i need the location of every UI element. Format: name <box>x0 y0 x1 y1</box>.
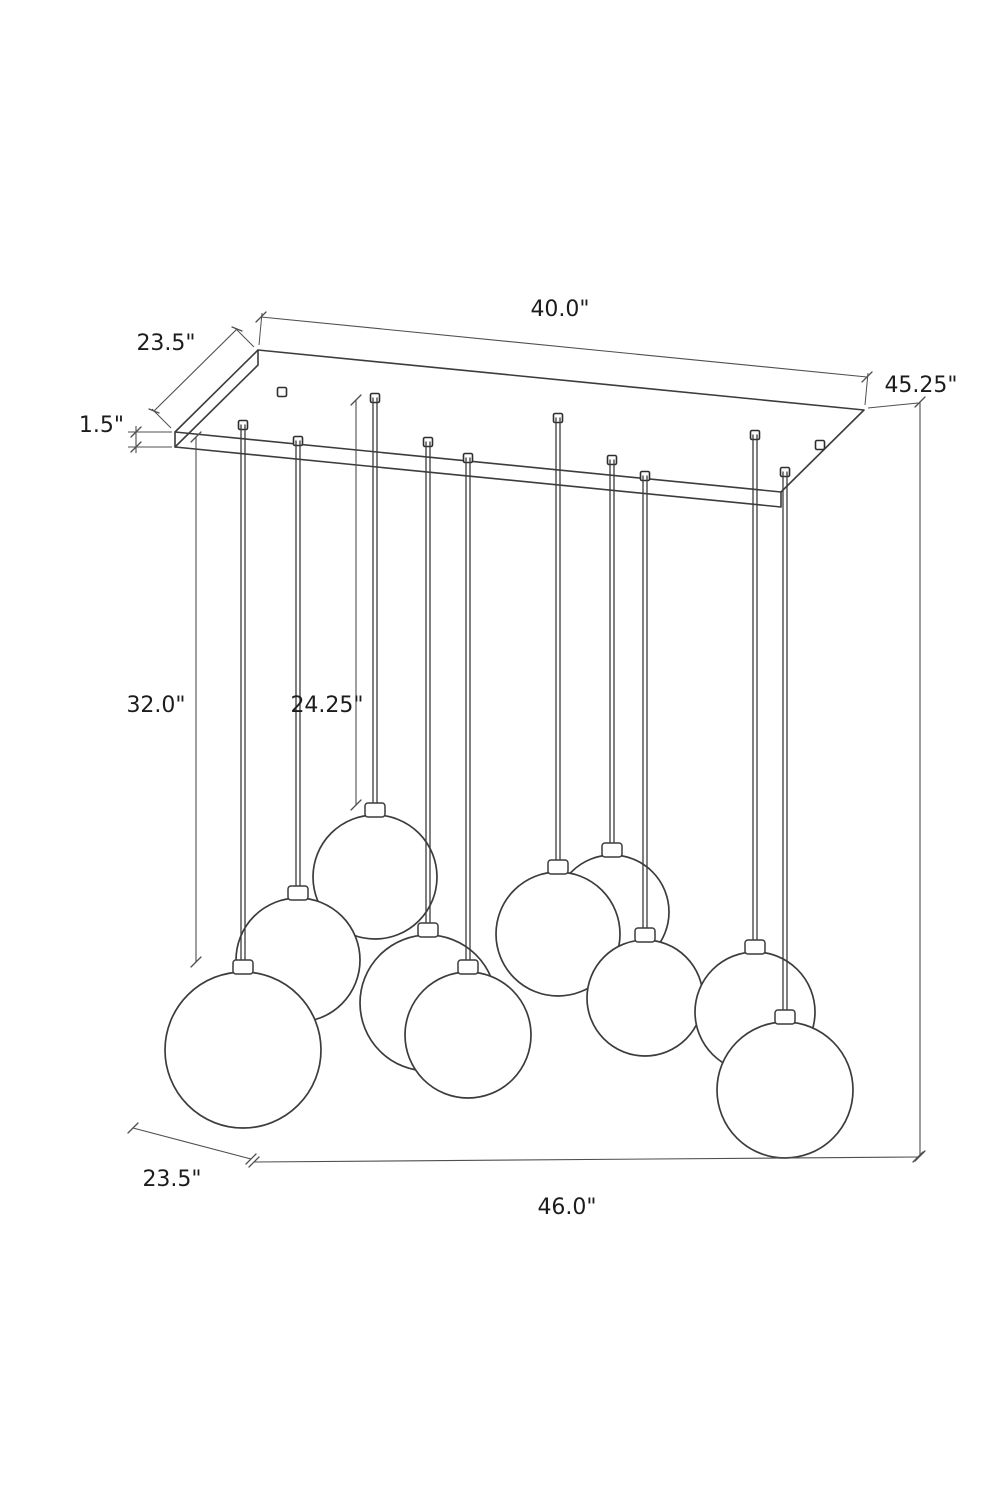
mounting-hole <box>552 412 564 424</box>
glass-globe <box>404 971 532 1099</box>
dim-tick <box>350 394 362 406</box>
dimension-line <box>153 328 238 412</box>
dim-tick <box>190 956 202 968</box>
dim-tick <box>231 326 243 332</box>
dim-rod-long-drop: 32.0" <box>126 431 202 968</box>
globe-fitting <box>457 959 479 975</box>
mounting-hole <box>606 454 618 466</box>
pendant <box>716 471 854 1159</box>
mounting-hole <box>422 436 434 448</box>
dim-label-rod-short-drop: 24.25" <box>290 693 363 718</box>
globe-fitting <box>417 922 439 938</box>
mounting-hole <box>749 429 761 441</box>
extension-line <box>867 402 919 409</box>
globe-fitting <box>774 1009 796 1025</box>
dim-tick <box>245 1153 257 1165</box>
dim-tick <box>914 396 926 408</box>
canopy-top-face <box>174 349 865 493</box>
dim-tick <box>130 441 142 453</box>
globe-fitting <box>634 927 656 943</box>
dim-label-canopy-thickness: 1.5" <box>79 413 124 438</box>
mounting-hole <box>369 392 381 404</box>
globe-fitting <box>232 959 254 975</box>
dim-bottom-depth: 23.5" <box>127 1122 257 1192</box>
dim-tick <box>130 426 142 438</box>
dim-top-depth: 23.5" <box>136 326 255 429</box>
extension-line <box>864 372 869 406</box>
dim-rod-short-drop: 24.25" <box>290 394 364 811</box>
globe-fitting <box>744 939 766 955</box>
canopy-thickness-edges <box>174 431 782 508</box>
mounting-hole <box>639 470 651 482</box>
dim-tick <box>914 1150 926 1162</box>
pendant <box>694 434 816 1073</box>
pendant <box>404 457 532 1099</box>
pendant <box>235 440 361 1023</box>
dimension-line <box>253 1156 919 1163</box>
mounting-hole <box>814 439 826 451</box>
dim-label-bottom-depth: 23.5" <box>142 1167 201 1192</box>
mounting-hole <box>276 386 288 398</box>
globe-fitting <box>287 885 309 901</box>
pendant <box>312 397 438 940</box>
dim-tick <box>148 408 160 414</box>
mounting-hole <box>292 435 304 447</box>
mounting-hole <box>462 452 474 464</box>
dim-label-top-depth: 23.5" <box>136 331 195 356</box>
extension-line <box>258 312 263 346</box>
dim-tick <box>861 371 873 383</box>
dim-top-width: 40.0" <box>255 297 873 406</box>
pendants <box>164 397 854 1159</box>
dimension-line <box>132 1127 252 1160</box>
dim-tick <box>190 431 202 443</box>
pendant <box>164 424 322 1129</box>
dimension-line <box>260 316 868 378</box>
dim-tick <box>127 1122 139 1134</box>
mounting-hole <box>237 419 249 431</box>
globe-fitting <box>364 802 386 818</box>
dim-overall-height: 45.25" <box>867 373 958 1162</box>
dim-tick <box>248 1156 260 1168</box>
mounting-hole <box>779 466 791 478</box>
dim-label-rod-long-drop: 32.0" <box>126 693 185 718</box>
dim-label-bottom-width: 46.0" <box>537 1195 596 1220</box>
dim-label-overall-height: 45.25" <box>884 373 957 398</box>
glass-globe <box>586 939 704 1057</box>
glass-globe <box>716 1021 854 1159</box>
dim-label-top-width: 40.0" <box>530 297 589 322</box>
ceiling-canopy <box>174 349 865 508</box>
pendant <box>495 417 621 997</box>
dim-canopy-thickness: 1.5" <box>79 413 172 453</box>
globe-fitting <box>601 842 623 858</box>
glass-globe <box>164 971 322 1129</box>
globe-fitting <box>547 859 569 875</box>
extension-line <box>234 327 255 348</box>
dim-tick <box>255 311 267 323</box>
dim-tick <box>350 799 362 811</box>
canopy-left-bottom-edge <box>174 349 259 448</box>
pendant <box>586 475 704 1057</box>
dim-tick <box>912 1151 924 1163</box>
dim-bottom-width: 46.0" <box>248 1151 924 1220</box>
